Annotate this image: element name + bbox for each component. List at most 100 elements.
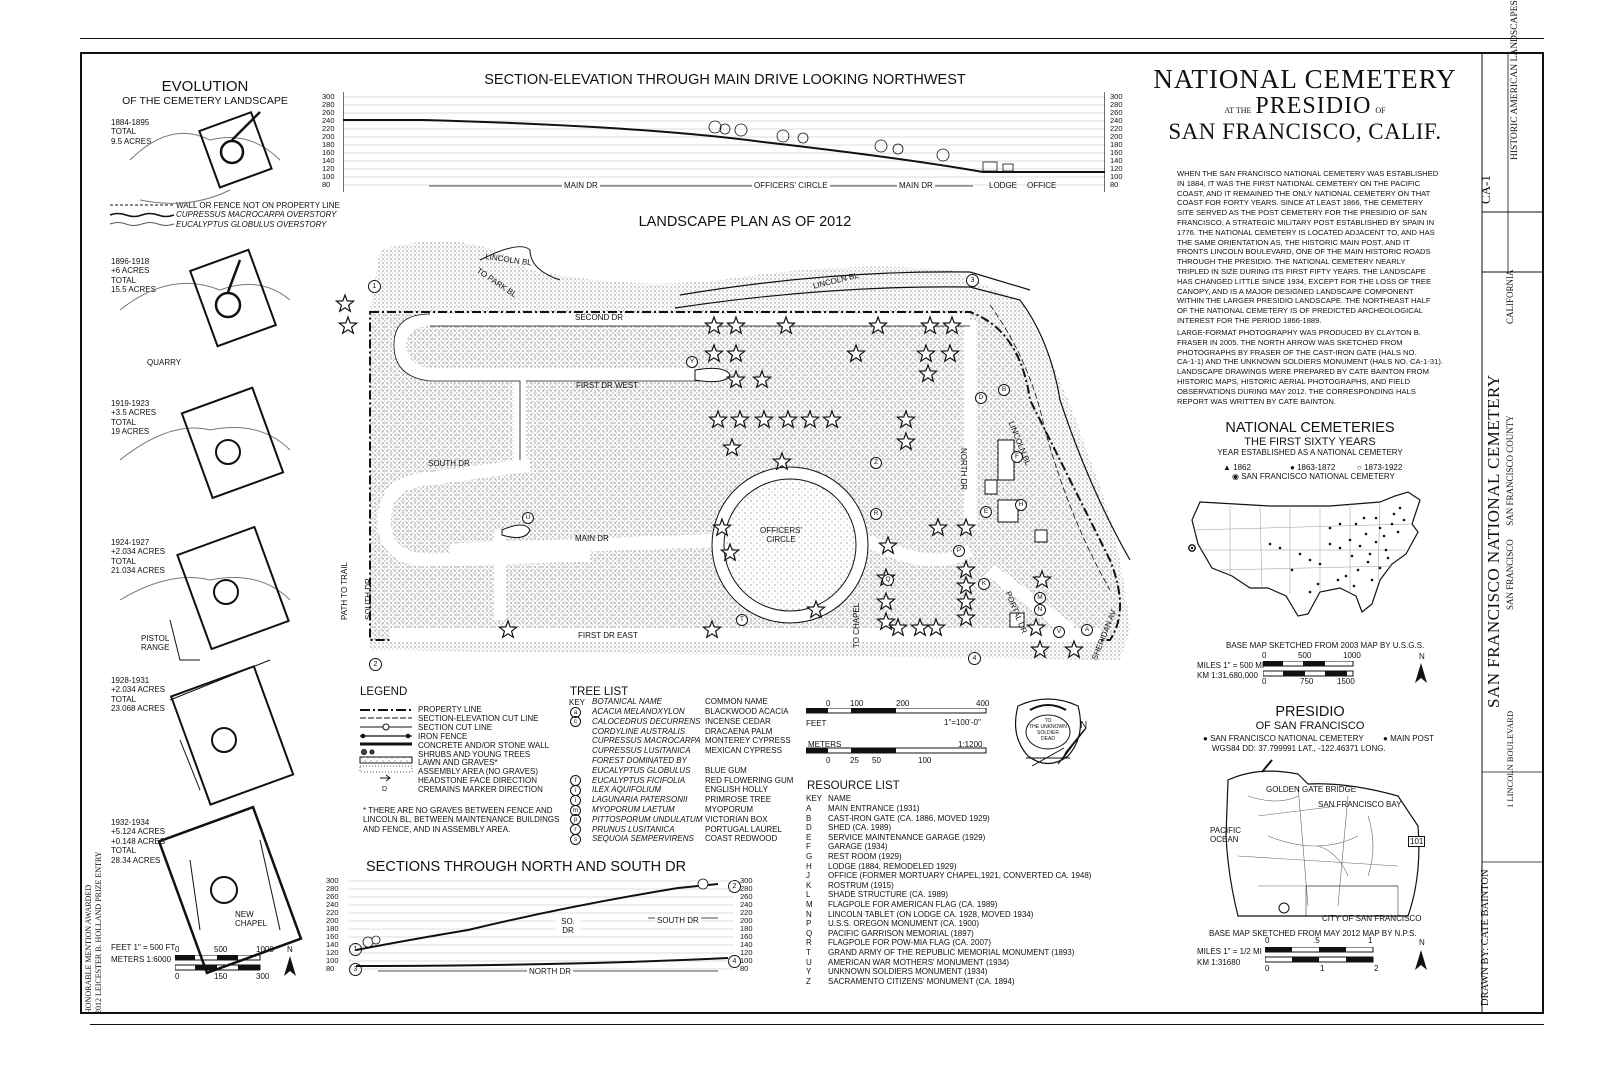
se-tick-right: 240 [1110,116,1123,125]
tree-common-name: MYOPORUM [705,805,753,814]
tree-list-header-botanical: BOTANICAL NAME [592,697,662,706]
plan-street-label: SOUTH DR [364,578,373,620]
tree-common-name: MONTEREY CYPRESS [705,736,791,746]
evolution-phase-line: 1884-1895 [111,118,150,127]
tree-botanical-name: ILEX AQUIFOLIUM [592,785,662,795]
evolution-scale: FEET 1" = 500 FT METERS 1:6000 [111,943,175,965]
ns-tick-right: 220 [740,908,753,917]
side-site-name: SAN FRANCISCO NATIONAL CEMETERY [1484,374,1503,708]
plan-resource-key: F [1011,451,1023,463]
credits-line: FRASER IN 2005. THE NORTH ARROW WAS SKET… [1177,337,1403,347]
resource-key: U [806,957,812,967]
cypress-tree-symbol [821,409,843,429]
national-cemetery-dot [1362,516,1366,520]
national-cemetery-dot [1378,566,1382,570]
evolution-phase-line: 1924-1927 [111,538,150,547]
description-line: CANOPY, AND IS A MAJOR DESIGNED LANDSCAP… [1177,286,1414,296]
legend-item: SECTION CUT LINE [418,722,493,732]
national-cemetery-dot [1338,546,1342,550]
se-tick-right: 220 [1110,124,1123,133]
evolution-phase-line: TOTAL [111,556,137,566]
se-tick-left: 280 [322,100,335,109]
cypress-tree-symbol [877,535,899,555]
legend-item: CONCRETE AND/OR STONE WALL [418,740,550,750]
plan-resource-key: A [1081,624,1093,636]
evolution-phase-line: +0.148 ACRES [111,836,166,846]
plan-resource-key: E [980,506,992,518]
evolution-subtitle: OF THE CEMETERY LANDSCAPE [122,95,288,107]
officers-circle-label-line: OFFICERS' [760,526,802,535]
award-line-2: 2012 LEICESTER B. HOLLAND PRIZE ENTRY [94,851,103,1014]
cypress-tree-symbol [497,619,519,639]
legend-symbols: D [359,709,413,793]
plan-street-label: SECOND DR [575,313,624,322]
resource-name: OFFICE (FORMER MORTUARY CHAPEL,1921, CON… [828,871,1092,881]
resource-header-name: NAME [828,794,852,803]
side-survey-name: HISTORIC AMERICAN LANDSCAPES SURVEY [1510,0,1520,160]
presidio-map [1225,759,1420,917]
evolution-phase-line: 23.068 ACRES [111,704,165,714]
se-tick-left: 100 [322,172,335,181]
presidio-miles-tick-1: .5 [1313,936,1320,945]
se-label-officers-circle: OFFICERS' CIRCLE [752,181,830,191]
presidio-miles-tick-0: 0 [1265,936,1270,945]
credits-line: HISTORIC MAPS, HISTORIC AERIAL PHOTOGRAP… [1177,376,1411,386]
evolution-phase-line: 19 ACRES [111,427,150,437]
nc-scale-labels: MILES 1" = 500 MI KM 1:31,680,000 [1197,661,1265,681]
presidio-miles-tick-2: 1 [1368,936,1373,945]
nc-miles-tick-2: 1000 [1343,651,1361,660]
tree-botanical-name: LAGUNARIA PATERSONII [592,795,688,805]
plan-scale-feet-label: FEET [806,719,827,728]
evolution-phase-line: +2.034 ACRES [111,547,166,557]
national-cemetery-dot [1356,568,1360,572]
description-line: TRIPLED IN SIZE DURING ITS FIRST FIFTY Y… [1177,266,1426,276]
description-line: THE SAME ORIENTATION AS, THE HISTORIC MA… [1177,237,1410,247]
se-tick-left: 220 [322,124,335,133]
cypress-tree-symbol [895,431,917,451]
national-cemetery-dot [1398,506,1402,510]
evolution-title: EVOLUTION [161,78,249,95]
cypress-tree-symbol [753,409,775,429]
se-tick-right: 200 [1110,132,1123,141]
plan-resource-key: D [975,392,987,404]
se-tick-left: 180 [322,140,335,149]
tree-botanical-name: MYOPORUM LAETUM [592,805,675,814]
ns-tick-right: 200 [740,916,753,925]
description-line: HAS CHANGED LITTLE SINCE 1934, EXCEPT FO… [1177,276,1432,286]
credits-line: OBSERVATIONS DURING MAY 2012. THE CORRES… [1177,386,1416,396]
section-elevation-title: SECTION-ELEVATION THROUGH MAIN DRIVE LOO… [484,72,966,88]
plan-scale-meter-tick: 100 [918,756,932,765]
ns-tick-left: 220 [326,908,339,917]
plan-street-label: FIRST DR WEST [576,381,639,390]
evo-meter-tick-1: 150 [214,972,228,981]
se-tick-right: 100 [1110,172,1123,181]
evolution-phase-line: 9.5 ACRES [111,136,152,146]
cypress-tree-symbol [875,611,897,631]
national-cemetery-dot [1352,584,1356,588]
evolution-maps [119,110,303,975]
nc-base-map: BASE MAP SKETCHED FROM 2003 MAP BY U.S.G… [1226,641,1425,650]
se-label-lodge: LODGE [989,181,1018,190]
ns-tick-right: 260 [740,892,753,901]
resource-name: GARAGE (1934) [828,842,888,852]
cypress-tree-symbol [925,617,947,637]
ns-tick-right: 280 [740,884,753,893]
description-line: INTEREST FOR THE PERIOD 1866-1889. [1177,315,1322,325]
side-title-strip [1481,52,1544,1014]
sections-ns-title: SECTIONS THROUGH NORTH AND SOUTH DR [366,859,687,875]
plan-street-label: PATH TO TRAIL [340,562,349,620]
officers-circle-label: OFFICERS'CIRCLE [751,526,811,545]
plan-cut-marker: 2 [369,658,382,671]
se-tick-left: 300 [322,92,335,101]
ns-tick-left: 200 [326,916,339,925]
tree-list-header-common: COMMON NAME [705,697,768,706]
ns-label-so-dr: SO.DR [555,917,581,936]
resource-name: U.S.S. OREGON MONUMENT (CA. 1900) [828,919,979,929]
national-cemetery-dot [1358,544,1362,548]
cypress-tree-symbol [707,409,729,429]
credits-line: CA-1-1) AND THE UNKNOWN SOLDIERS MONUMEN… [1177,357,1443,367]
